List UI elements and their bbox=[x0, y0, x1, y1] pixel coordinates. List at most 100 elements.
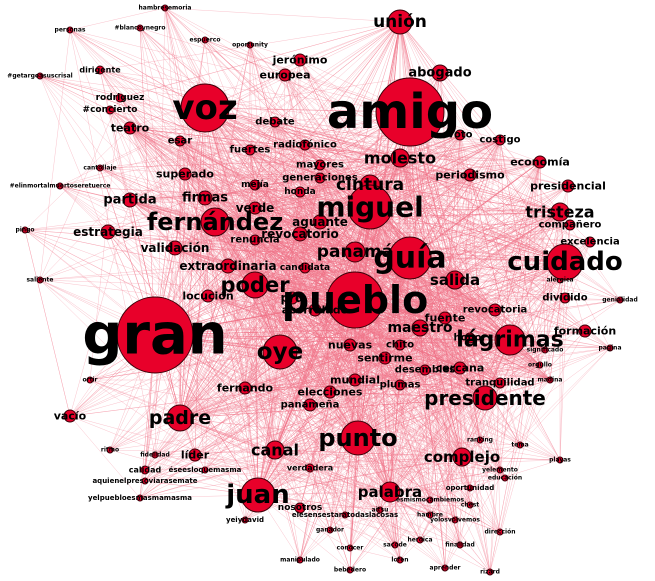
edge bbox=[484, 261, 566, 399]
node-label-aprender: aprender bbox=[430, 565, 461, 572]
edge bbox=[319, 21, 401, 166]
node-label-lider: líder bbox=[181, 449, 210, 462]
node-label-punto: punto bbox=[318, 424, 397, 452]
edge bbox=[109, 109, 259, 496]
edge bbox=[144, 456, 463, 471]
edge bbox=[349, 339, 511, 571]
edge bbox=[399, 347, 611, 561]
edge bbox=[519, 347, 611, 446]
edge bbox=[204, 107, 471, 176]
edge bbox=[179, 284, 256, 419]
edge bbox=[204, 221, 216, 471]
edge bbox=[389, 491, 461, 546]
edge bbox=[89, 379, 561, 461]
edge bbox=[299, 241, 591, 561]
node-label-playas: playas bbox=[549, 457, 571, 464]
node-label-sentirme: sentirme bbox=[357, 352, 412, 365]
edge bbox=[379, 211, 561, 511]
edge bbox=[139, 211, 561, 499]
node-label-palabra: palabra bbox=[358, 483, 422, 501]
node-label-dirigente: dirigente bbox=[79, 66, 121, 75]
edge bbox=[39, 29, 71, 281]
edge bbox=[39, 111, 411, 281]
node-label-ranking: ranking bbox=[467, 437, 493, 444]
edge bbox=[204, 107, 541, 366]
edge bbox=[254, 239, 521, 446]
node-label-esar: esar bbox=[168, 136, 192, 147]
node-label-voz: voz bbox=[172, 88, 237, 128]
edge bbox=[99, 69, 411, 113]
edge bbox=[257, 444, 521, 496]
edge bbox=[399, 157, 561, 213]
edge bbox=[109, 449, 461, 546]
edge bbox=[254, 284, 301, 561]
edge bbox=[489, 297, 566, 573]
edge bbox=[69, 251, 356, 417]
node-label-aquienel: aquienelpresoviarasemate bbox=[92, 477, 197, 485]
node-label-alergica: alérgica bbox=[546, 277, 573, 284]
edge bbox=[419, 339, 511, 541]
edge bbox=[154, 327, 421, 456]
edge bbox=[299, 191, 486, 399]
edge bbox=[119, 97, 371, 186]
edge bbox=[309, 467, 381, 511]
node-label-genialidad: genialidad bbox=[602, 297, 638, 304]
edge bbox=[119, 21, 401, 99]
node-label-guia: guía bbox=[373, 241, 446, 276]
edge bbox=[144, 456, 463, 482]
node-label-gran: gran bbox=[82, 303, 227, 368]
edge bbox=[254, 284, 401, 561]
edge bbox=[164, 7, 246, 521]
edge bbox=[354, 379, 561, 461]
edge bbox=[164, 7, 371, 208]
node-label-presidencial: presidencial bbox=[530, 180, 606, 193]
node-label-extraordinaria: extraordinaria bbox=[179, 259, 276, 273]
node-label-bebedero: bebedero bbox=[334, 567, 366, 574]
edge bbox=[519, 161, 541, 446]
edge bbox=[354, 379, 506, 479]
edge bbox=[349, 547, 401, 561]
edge bbox=[419, 327, 461, 546]
edge bbox=[409, 257, 501, 533]
edge bbox=[154, 334, 331, 531]
node-label-pueblo: pueblo bbox=[282, 278, 428, 322]
edge bbox=[154, 334, 501, 533]
edge bbox=[399, 21, 561, 281]
edge bbox=[357, 437, 461, 546]
node-label-candidata: candidata bbox=[280, 263, 330, 273]
edge bbox=[399, 21, 461, 136]
node-label-fernandez: fernández bbox=[147, 208, 283, 236]
edge bbox=[494, 309, 501, 533]
node-label-oportunidad: oportunidad bbox=[446, 484, 495, 492]
edge bbox=[214, 221, 471, 489]
edge bbox=[484, 299, 621, 399]
edge bbox=[69, 415, 141, 499]
edge bbox=[249, 44, 259, 496]
edge bbox=[69, 199, 131, 417]
edge bbox=[139, 27, 346, 516]
edge bbox=[24, 229, 381, 511]
node-label-ortir: ortir bbox=[83, 377, 98, 384]
edge bbox=[461, 379, 551, 458]
node-label-pagina: pagina bbox=[598, 345, 621, 352]
edge bbox=[99, 157, 401, 169]
edge bbox=[249, 44, 301, 61]
edge bbox=[389, 349, 546, 493]
node-label-hambresemoria: hambresemoria bbox=[139, 5, 192, 12]
node-label-superado: superado bbox=[156, 168, 214, 181]
edge bbox=[429, 339, 511, 501]
edge bbox=[389, 469, 501, 493]
node-label-miguel: miguel bbox=[316, 191, 423, 224]
node-label-elrmmt: #elinmortalmuertoseretuerce bbox=[10, 183, 111, 190]
edge bbox=[419, 241, 591, 541]
edge bbox=[39, 279, 259, 496]
edge bbox=[461, 347, 611, 458]
edge bbox=[129, 127, 501, 141]
node-label-sacode: sacode bbox=[383, 542, 407, 549]
edge bbox=[459, 367, 506, 479]
edge bbox=[249, 44, 566, 299]
edge bbox=[309, 139, 501, 469]
node-label-validacion: validación bbox=[141, 241, 210, 255]
edge bbox=[179, 417, 401, 561]
edge bbox=[519, 330, 586, 446]
